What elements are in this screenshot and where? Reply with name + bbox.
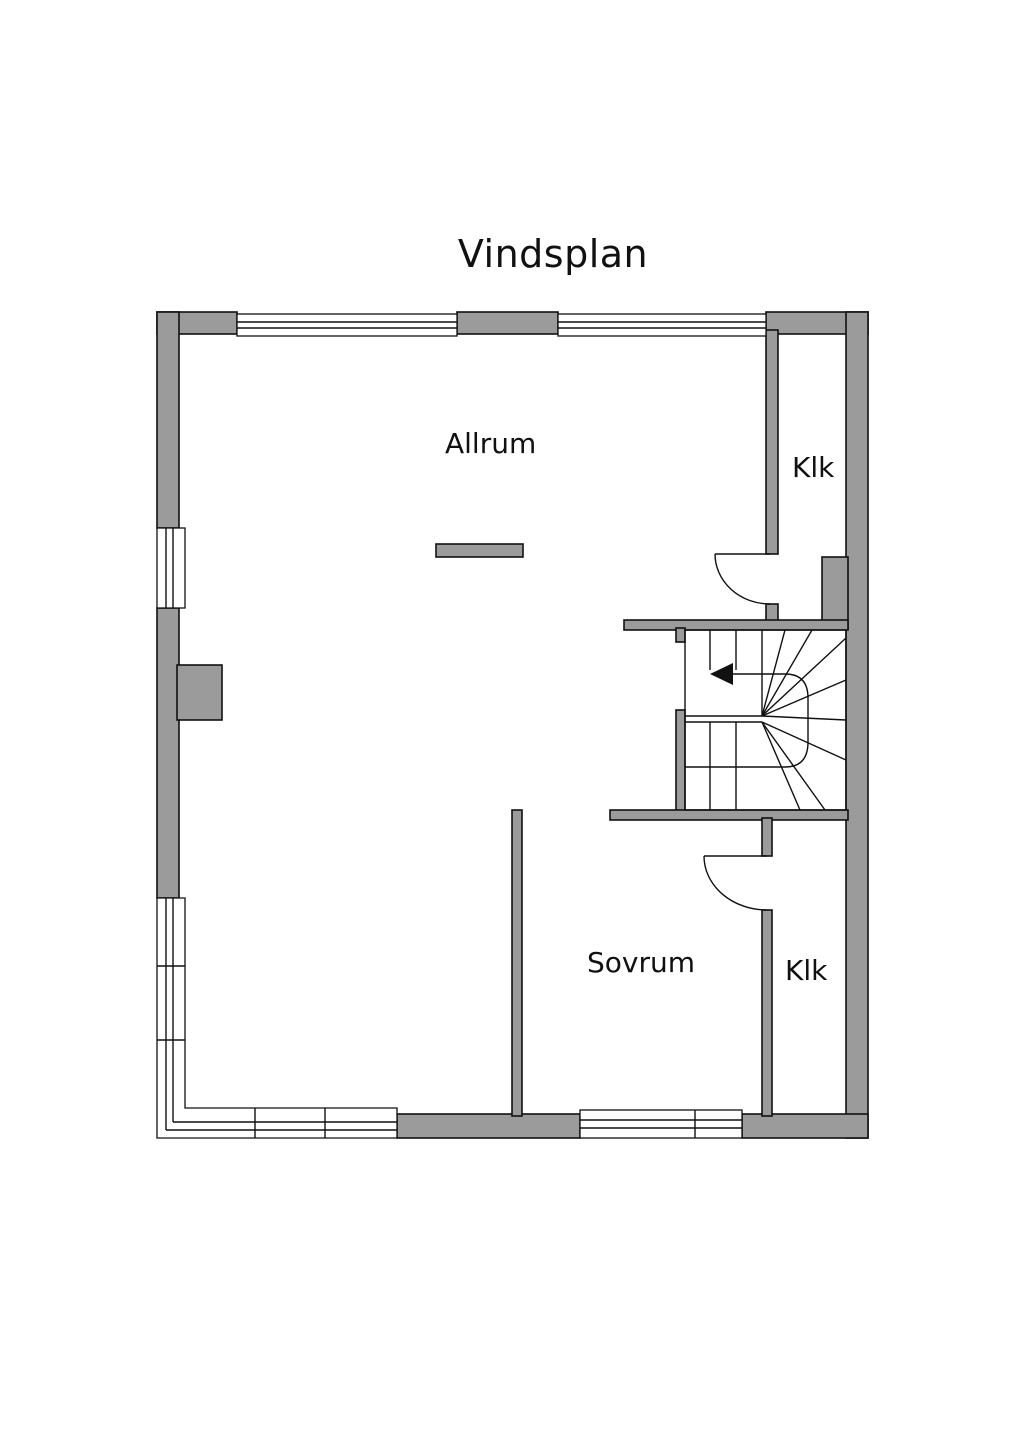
stair-left-wall [675,709,686,815]
right-wall [845,311,869,1139]
top-wall-middle [456,311,559,335]
window-bottom-right [579,1109,743,1139]
door-closet-top [714,553,771,605]
bottom-wall-right [741,1113,869,1139]
stair-top-wall [623,619,849,631]
door-closet-bottom [703,855,768,911]
closet-top-wall [765,329,779,555]
roof-beam [435,543,524,558]
plan-title: Vindsplan [457,232,649,276]
room-label-allrum: Allrum [445,427,536,460]
stair-post [675,627,686,643]
bedroom-divider-wall [511,809,523,1117]
window-corner-bottom-left [156,897,398,1139]
closet-bottom-jamb [761,817,773,857]
room-label-klk-top: Klk [792,451,835,484]
room-label-sovrum: Sovrum [587,946,695,979]
window-top-right [557,313,767,337]
staircase [684,629,847,811]
left-wall-upper [156,311,180,529]
stair-direction-arrow-icon [710,663,733,685]
closet-bottom-wall [761,909,773,1117]
window-left-middle [156,527,186,609]
chimney [176,664,223,721]
stair-right-block [821,556,849,630]
room-label-klk-bottom: Klk [785,954,828,987]
left-wall-middle [156,607,180,899]
stair-bottom-wall [609,809,849,821]
bottom-wall-middle [396,1113,581,1139]
window-top-left [236,313,458,337]
